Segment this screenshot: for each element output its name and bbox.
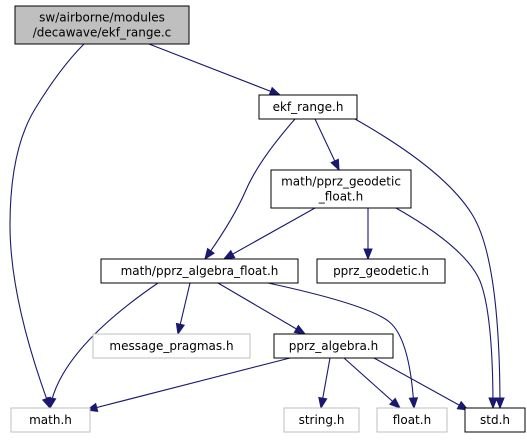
- edge-ekf_range_c-to-math_h: [9, 43, 85, 410]
- arrowhead-icon: [389, 397, 402, 409]
- edge-pprz_algebra_h-to-float_h: [343, 357, 402, 409]
- graph-edges: [9, 43, 505, 412]
- node-float-h[interactable]: float.h: [376, 407, 448, 433]
- edge-ekf_range_c-to-ekf_range_h: [148, 43, 282, 96]
- node-box: [100, 258, 299, 284]
- graph-nodes: sw/airborne/modules/decawave/ekf_range.c…: [10, 5, 526, 433]
- node-label: sw/airborne/modules: [39, 11, 165, 25]
- node-label: string.h: [299, 413, 345, 427]
- edge-line: [395, 207, 494, 409]
- edge-pprz_algebra_float_h-to-message_pragmas_h: [175, 282, 191, 336]
- node-label: message_pragmas.h: [109, 339, 233, 353]
- edge-pprz_geodetic_float_h-to-pprz_geodetic_h: [363, 208, 373, 261]
- node-pprz-algebra-h[interactable]: pprz_algebra.h: [273, 333, 394, 359]
- node-message-pragmas-h[interactable]: message_pragmas.h: [92, 333, 251, 359]
- node-label: pprz_algebra.h: [289, 339, 378, 353]
- edge-line: [49, 282, 159, 409]
- node-pprz-geodetic-h[interactable]: pprz_geodetic.h: [316, 258, 446, 284]
- node-label: _float.h: [318, 190, 363, 204]
- node-ekf-range-h[interactable]: ekf_range.h: [258, 94, 358, 120]
- edge-line: [148, 43, 281, 96]
- arrowhead-icon: [363, 248, 373, 261]
- node-box: [10, 407, 91, 433]
- arrowhead-icon: [175, 322, 186, 336]
- edge-pprz_algebra_h-to-math_h: [85, 357, 291, 412]
- node-label: ekf_range.h: [273, 100, 344, 114]
- edge-line: [86, 357, 291, 411]
- arrowhead-icon: [318, 396, 328, 410]
- arrowhead-icon: [408, 397, 419, 410]
- arrowhead-icon: [268, 86, 282, 96]
- node-box: [316, 258, 446, 284]
- node-box: [270, 169, 412, 209]
- edge-ekf_range_h-to-std_h: [354, 118, 505, 410]
- edge-line: [217, 282, 306, 335]
- edge-line: [223, 207, 316, 260]
- edge-pprz_algebra_h-to-std_h: [373, 357, 470, 411]
- arrowhead-icon: [293, 324, 307, 335]
- node-box: [14, 5, 190, 45]
- edge-line: [9, 43, 85, 409]
- edge-line: [373, 357, 469, 411]
- node-ekf-range-c[interactable]: sw/airborne/modules/decawave/ekf_range.c: [14, 5, 190, 45]
- arrowhead-icon: [330, 158, 340, 172]
- node-std-h[interactable]: std.h: [464, 407, 526, 433]
- edge-pprz_algebra_float_h-to-pprz_algebra_h: [217, 282, 307, 335]
- node-label: math.h: [29, 413, 72, 427]
- edge-line: [354, 118, 501, 409]
- node-label: std.h: [480, 413, 510, 427]
- node-string-h[interactable]: string.h: [283, 407, 360, 433]
- edge-line: [343, 357, 401, 409]
- node-pprz-algebra-float-h[interactable]: math/pprz_algebra_float.h: [100, 258, 299, 284]
- node-label: /decawave/ekf_range.c: [33, 26, 172, 40]
- node-label: float.h: [393, 413, 431, 427]
- edge-pprz_algebra_float_h-to-math_h: [47, 282, 159, 410]
- edge-ekf_range_h-to-pprz_geodetic_float_h: [314, 118, 340, 172]
- edge-pprz_algebra_float_h-to-float_h: [267, 282, 419, 410]
- node-box: [273, 333, 394, 359]
- arrowhead-icon: [488, 397, 498, 410]
- edge-pprz_geodetic_float_h-to-pprz_algebra_float_h: [222, 207, 316, 260]
- node-label: math/pprz_algebra_float.h: [121, 264, 279, 278]
- node-box: [464, 407, 526, 433]
- edge-ekf_range_h-to-pprz_algebra_float_h: [204, 118, 296, 261]
- arrowhead-icon: [47, 396, 57, 410]
- edge-pprz_algebra_h-to-string_h: [318, 357, 331, 410]
- edge-line: [267, 282, 415, 409]
- node-box: [92, 333, 251, 359]
- node-label: pprz_geodetic.h: [333, 264, 429, 278]
- arrowhead-icon: [204, 247, 215, 261]
- edge-line: [204, 118, 296, 260]
- arrowhead-icon: [222, 249, 236, 260]
- node-pprz-geodetic-float-h[interactable]: math/pprz_geodetic_float.h: [270, 169, 412, 209]
- edge-pprz_geodetic_float_h-to-std_h: [395, 207, 498, 410]
- node-box: [283, 407, 360, 433]
- node-box: [258, 94, 358, 120]
- arrowhead-icon: [495, 397, 505, 410]
- node-math-h[interactable]: math.h: [10, 407, 91, 433]
- node-box: [376, 407, 448, 433]
- node-label: math/pprz_geodetic: [281, 175, 401, 189]
